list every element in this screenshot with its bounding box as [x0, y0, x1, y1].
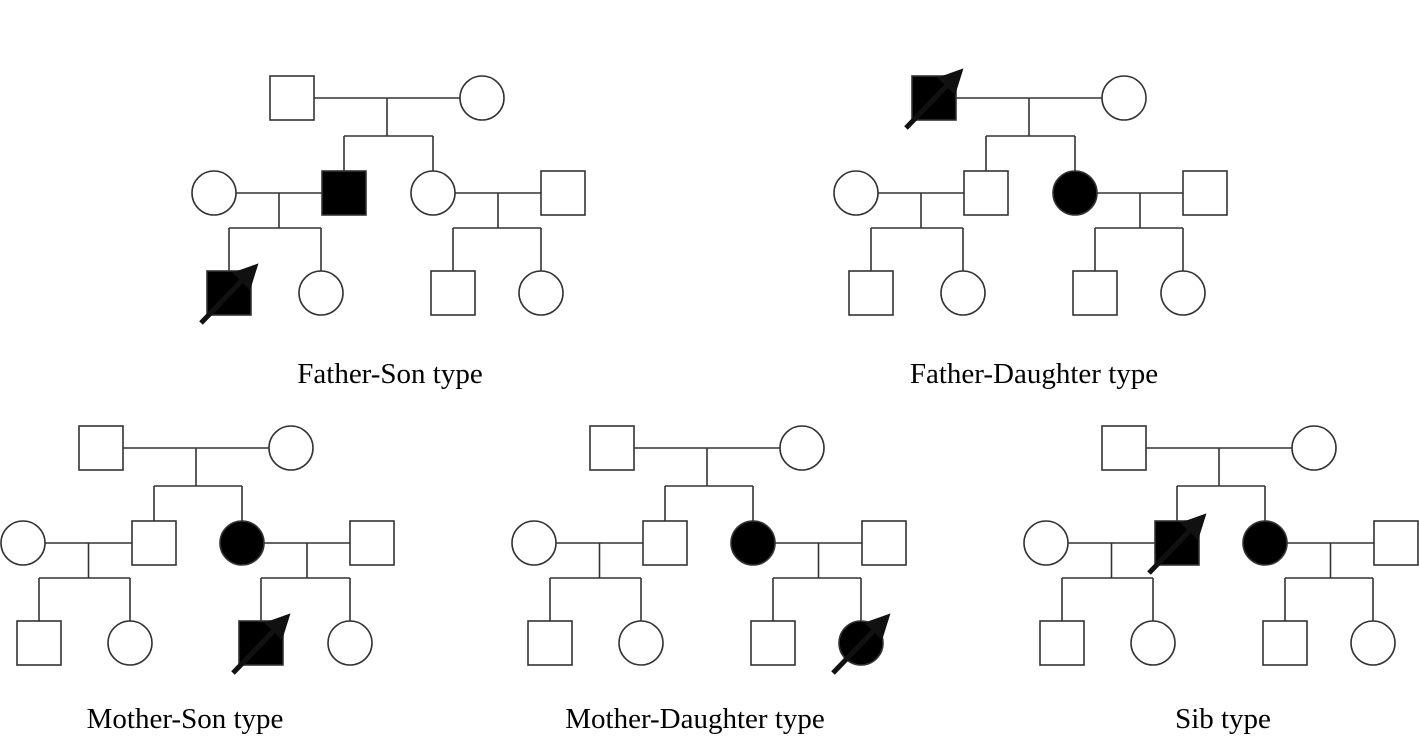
female-mother [219, 520, 265, 566]
female-sister [1242, 520, 1288, 566]
female-grandmother [1291, 425, 1337, 471]
caption-father-daughter: Father-Daughter type [909, 358, 1159, 390]
female-spouse-left [191, 170, 237, 216]
female-spouse-left [833, 170, 879, 216]
male-grandson-1 [848, 270, 894, 316]
male-son [750, 620, 796, 666]
male-spouse-right [540, 170, 586, 216]
proband-arrow-icon [1147, 513, 1207, 575]
male-father [321, 170, 367, 216]
female-spouse-left [511, 520, 557, 566]
female-granddaughter-1 [940, 270, 986, 316]
female-grandmother [268, 425, 314, 471]
caption-mother-son: Mother-Son type [86, 703, 284, 735]
male-grandson-2 [1072, 270, 1118, 316]
male-grandfather [589, 425, 635, 471]
pedigree-sib [1023, 425, 1419, 666]
female-cousin-f [107, 620, 153, 666]
male-spouse-right [861, 520, 907, 566]
male-uncle [642, 520, 688, 566]
male-grandfather [269, 75, 315, 121]
male-cousin-m [430, 270, 476, 316]
male-spouse-right [349, 520, 395, 566]
male-cousin-m [16, 620, 62, 666]
male-spouse-right [1182, 170, 1228, 216]
female-aunt [410, 170, 456, 216]
male-grandfather [1101, 425, 1147, 471]
pedigree-mother-daughter [511, 425, 907, 675]
proband-arrow-icon [904, 68, 964, 130]
proband-arrow-icon [199, 263, 259, 325]
female-cousin-f [618, 620, 664, 666]
female-granddaughter [298, 270, 344, 316]
caption-father-son: Father-Son type [297, 358, 483, 390]
female-niece-1 [1130, 620, 1176, 666]
female-grandmother [779, 425, 825, 471]
female-cousin-f [518, 270, 564, 316]
female-niece-2 [1350, 620, 1396, 666]
female-spouse-left [0, 520, 46, 566]
male-cousin-m [527, 620, 573, 666]
pedigree-mother-son [0, 425, 395, 675]
female-grandmother [1101, 75, 1147, 121]
female-spouse-left [1023, 520, 1069, 566]
male-son [963, 170, 1009, 216]
female-grandmother [459, 75, 505, 121]
male-uncle [131, 520, 177, 566]
female-mother [730, 520, 776, 566]
caption-mother-daughter: Mother-Daughter type [565, 703, 825, 735]
male-spouse-right [1373, 520, 1419, 566]
female-daughter [1052, 170, 1098, 216]
proband-arrow-icon [831, 613, 891, 675]
male-grandfather [78, 425, 124, 471]
pedigree-father-daughter [833, 68, 1228, 316]
caption-sib: Sib type [1175, 703, 1271, 735]
female-granddaughter-2 [1160, 270, 1206, 316]
male-nephew-2 [1262, 620, 1308, 666]
pedigree-father-son [191, 75, 586, 325]
proband-arrow-icon [231, 613, 291, 675]
male-nephew-1 [1039, 620, 1085, 666]
female-daughter [327, 620, 373, 666]
